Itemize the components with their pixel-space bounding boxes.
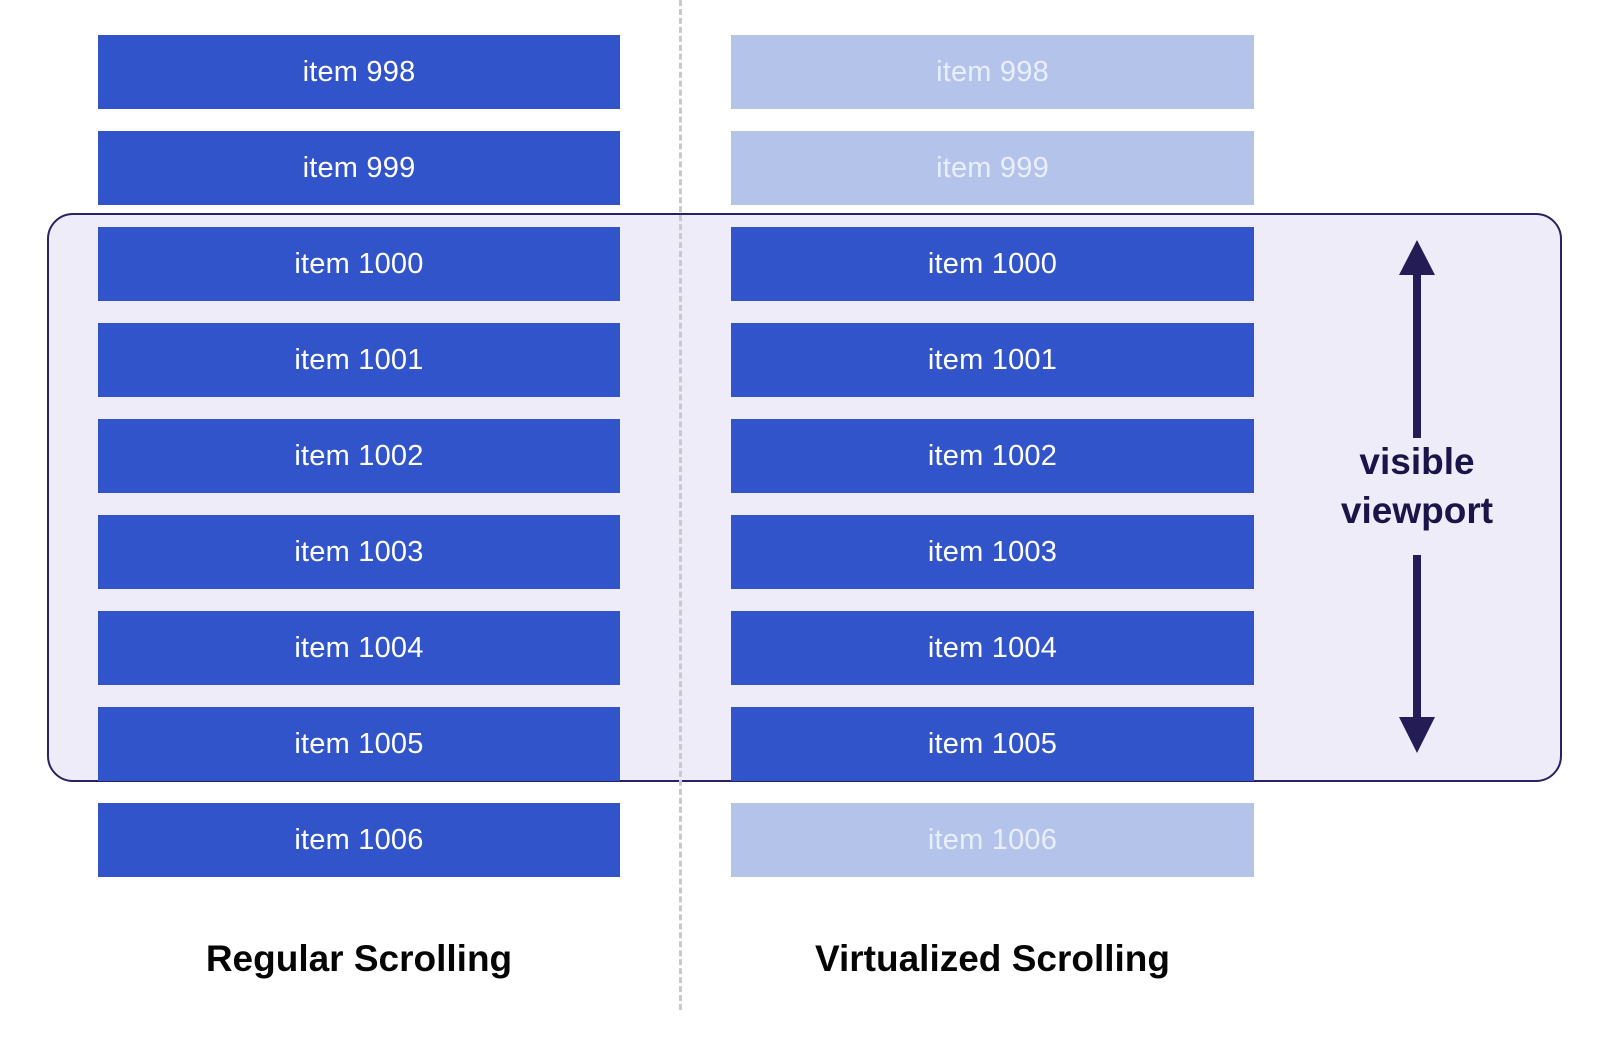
item-label: item 1006 <box>927 823 1058 856</box>
item-label: item 1003 <box>294 535 424 568</box>
item-label: item 1001 <box>294 343 424 376</box>
item-label: item 999 <box>302 151 416 184</box>
virtualized-item-row[interactable]: item 999 <box>731 131 1254 205</box>
regular-item-row[interactable]: item 1001 <box>98 323 620 397</box>
item-label: item 1005 <box>294 727 424 760</box>
item-label: item 1004 <box>927 631 1058 664</box>
virtualized-item-row[interactable]: item 1003 <box>731 515 1254 589</box>
item-label: item 1004 <box>294 631 424 664</box>
regular-item-row[interactable]: item 1004 <box>98 611 620 685</box>
regular-item-row[interactable]: item 1003 <box>98 515 620 589</box>
virtualized-item-row[interactable]: item 1001 <box>731 323 1254 397</box>
regular-item-row[interactable]: item 1002 <box>98 419 620 493</box>
item-label: item 1002 <box>927 439 1058 472</box>
regular-item-row[interactable]: item 1006 <box>98 803 620 877</box>
regular-item-row[interactable]: item 1000 <box>98 227 620 301</box>
item-label: item 1002 <box>294 439 424 472</box>
virtualized-item-row[interactable]: item 1000 <box>731 227 1254 301</box>
visible-viewport-label: visible viewport <box>1340 441 1494 531</box>
double-arrow-icon <box>1399 240 1435 753</box>
regular-item-row[interactable]: item 1005 <box>98 707 620 781</box>
item-label: item 1003 <box>927 535 1058 568</box>
virtualized-item-row[interactable]: item 1002 <box>731 419 1254 493</box>
item-label: item 1006 <box>294 823 424 856</box>
column-divider <box>679 0 682 1010</box>
regular-scrolling-caption: Regular Scrolling <box>205 938 513 979</box>
virtualized-item-row[interactable]: item 1004 <box>731 611 1254 685</box>
visible-viewport-region <box>47 213 1562 782</box>
regular-item-row[interactable]: item 998 <box>98 35 620 109</box>
item-label: item 998 <box>302 55 416 88</box>
virtualized-item-row[interactable]: item 1005 <box>731 707 1254 781</box>
viewport-extent-arrow <box>1360 235 1475 755</box>
item-label: item 998 <box>936 55 1049 88</box>
item-label: item 1000 <box>927 247 1058 280</box>
virtualized-item-row[interactable]: item 1006 <box>731 803 1254 877</box>
item-label: item 1005 <box>927 727 1058 760</box>
item-label: item 999 <box>936 151 1049 184</box>
item-label: item 1000 <box>294 247 424 280</box>
item-label: item 1001 <box>927 343 1058 376</box>
virtualized-item-row[interactable]: item 998 <box>731 35 1254 109</box>
virtualized-scrolling-caption: Virtualized Scrolling <box>814 938 1170 979</box>
regular-item-row[interactable]: item 999 <box>98 131 620 205</box>
